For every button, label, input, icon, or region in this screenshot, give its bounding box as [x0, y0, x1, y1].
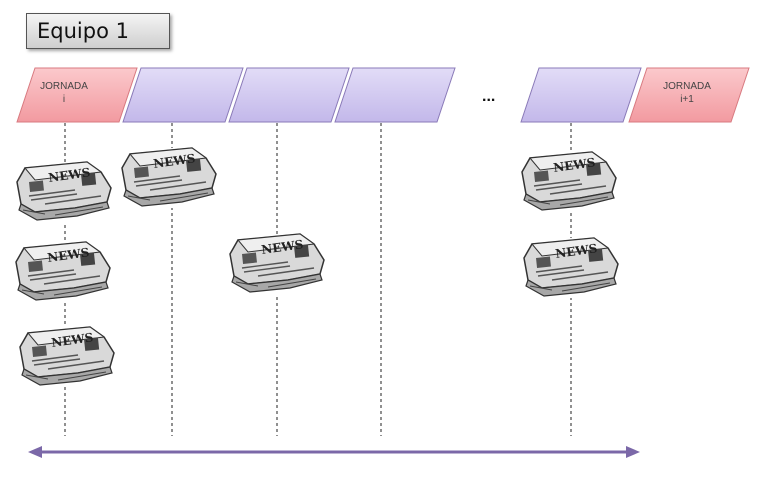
- timeline-arrow: [28, 446, 640, 458]
- round-label-start-line1: JORNADA: [40, 81, 88, 92]
- ellipsis: ...: [482, 88, 496, 105]
- newspaper-icon-text: NEWS: [260, 237, 304, 257]
- newspaper-icon-text: NEWS: [554, 241, 598, 261]
- newspaper-icon-text: NEWS: [152, 151, 196, 171]
- round-day-shape: [122, 67, 244, 123]
- newspaper-icons: NEWS NEWS NEWS NEWS NEWS NEWS NEWS: [14, 147, 620, 387]
- newspaper-icon-text: NEWS: [50, 330, 94, 350]
- round-label-end-line1: JORNADA: [663, 81, 711, 92]
- round-day-shape: [520, 67, 642, 123]
- round-label-end-line2: i+1: [680, 94, 694, 105]
- round-boundary-shape: [628, 67, 750, 123]
- team-title-box: Equipo 1: [26, 13, 170, 49]
- round-boundary-shape: [16, 67, 138, 123]
- round-headers: [16, 67, 750, 123]
- newspaper-icon-text: NEWS: [552, 155, 596, 175]
- round-day-shape: [334, 67, 456, 123]
- round-label-end: JORNADA i+1: [652, 80, 722, 106]
- round-label-start-line2: i: [62, 94, 66, 105]
- round-label-start: JORNADA i: [29, 80, 99, 106]
- round-day-shape: [228, 67, 350, 123]
- newspaper-icon-text: NEWS: [46, 245, 90, 265]
- team-title: Equipo 1: [37, 19, 129, 43]
- newspaper-icon-text: NEWS: [47, 165, 91, 185]
